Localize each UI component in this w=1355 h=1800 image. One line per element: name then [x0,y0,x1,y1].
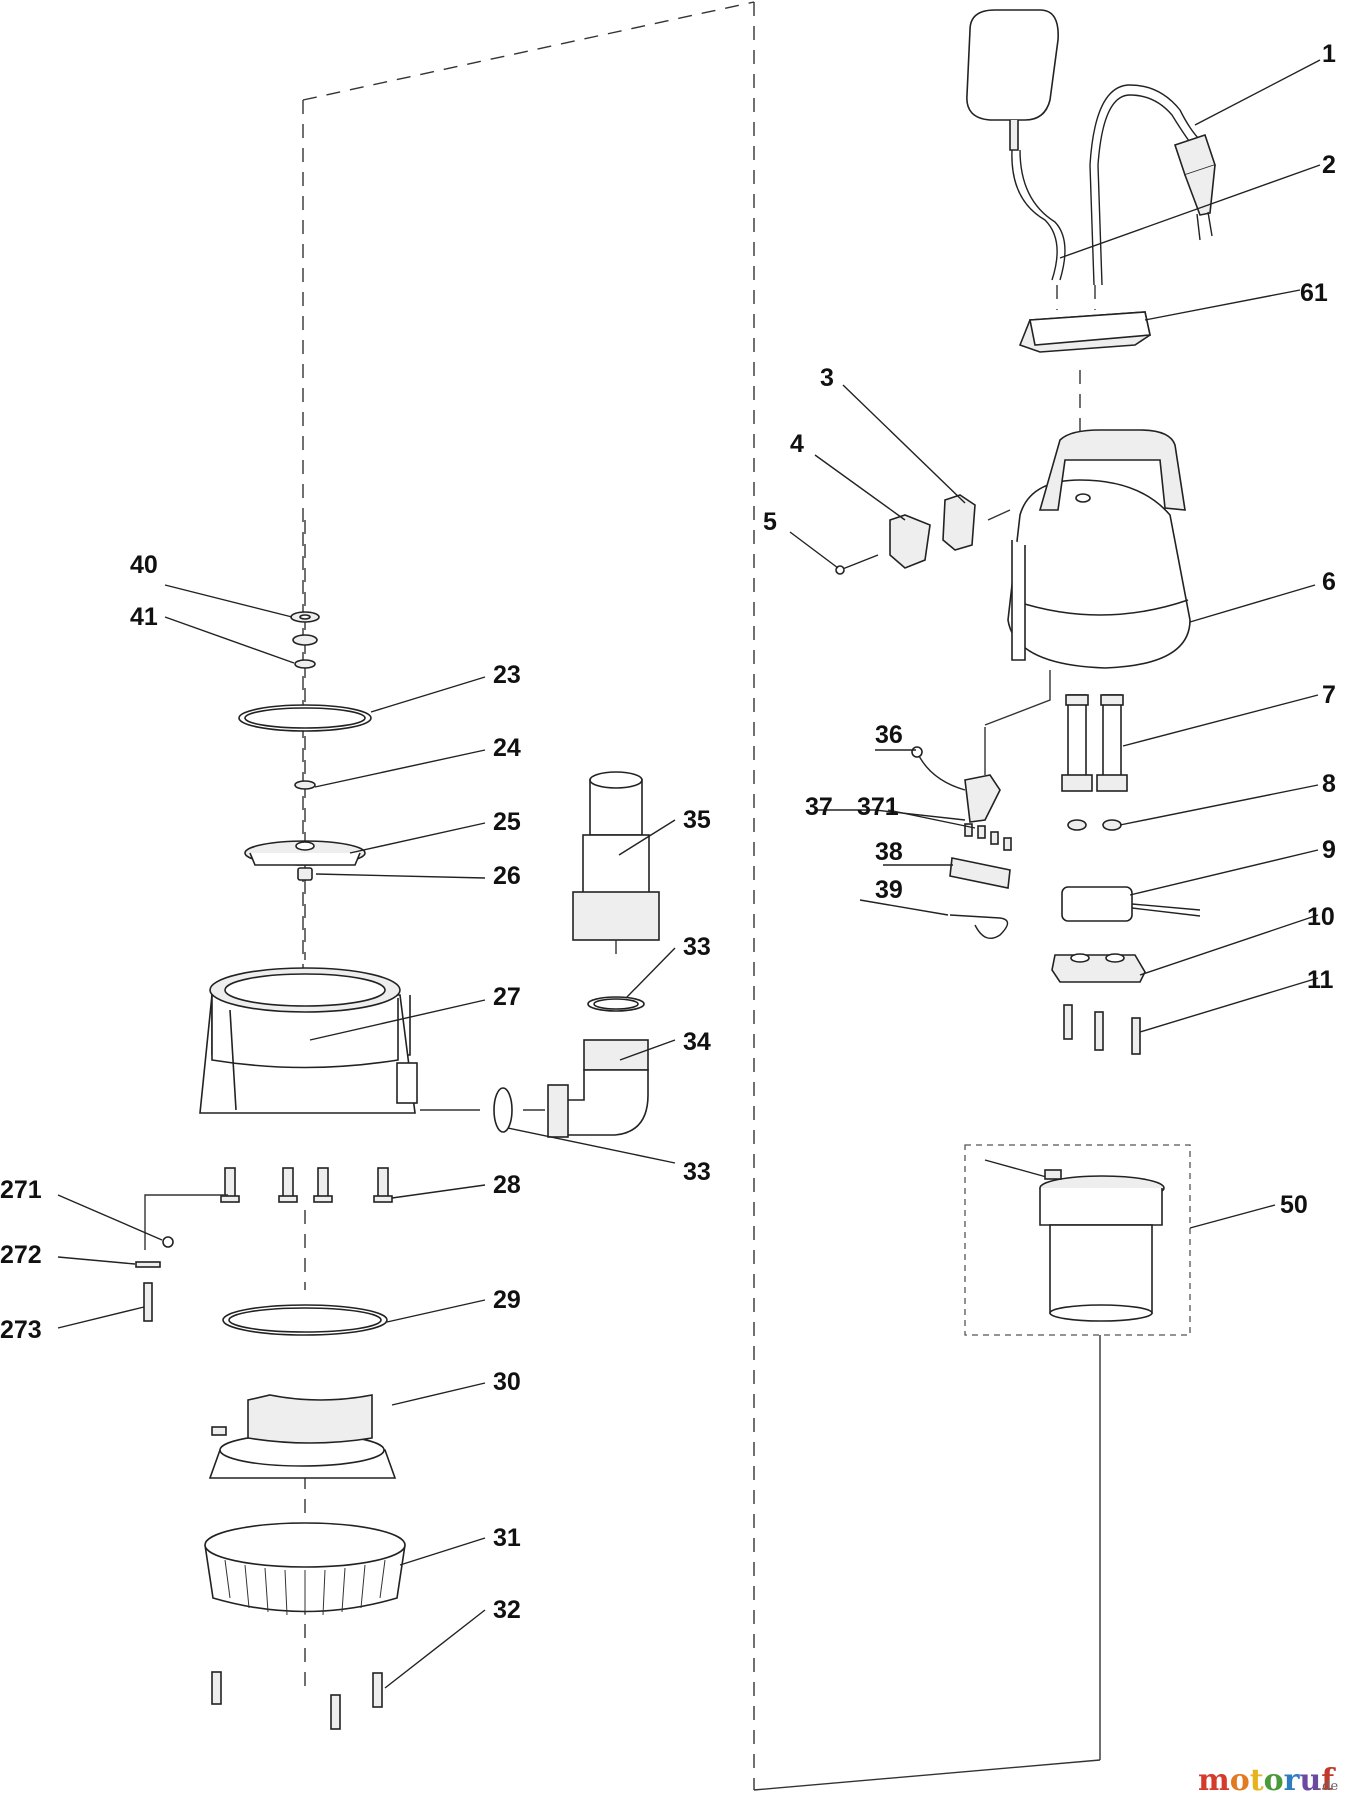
label-40: 40 [130,551,158,579]
label-30: 30 [493,1368,521,1396]
label-37: 37 [805,793,833,821]
label-36: 36 [875,721,903,749]
part-371-terminal-screws [964,823,1012,851]
part-272-washer [135,1261,161,1268]
watermark-letter: o [1230,1763,1250,1798]
label-28: 28 [493,1171,521,1199]
part-25-impeller [244,840,366,866]
label-4: 4 [790,430,804,458]
part-41-spring [292,634,318,669]
label-6: 6 [1322,568,1336,596]
label-8: 8 [1322,770,1336,798]
label-27: 27 [493,983,521,1011]
part-3-switch-clip [942,494,976,551]
part-38-terminal-block [949,857,1011,889]
part-33-ring-lower [493,1087,513,1133]
panel-frame [302,1,755,1790]
part-273-screw [143,1282,153,1322]
label-61: 61 [1300,279,1328,307]
part-8-grommets [1067,819,1122,831]
label-32: 32 [493,1596,521,1624]
watermark-suffix: .de [1318,1779,1338,1794]
part-50-motor-assembly [964,1144,1191,1336]
watermark-logo: motoruf .de [1198,1763,1338,1798]
label-273: 273 [0,1316,42,1344]
part-30-volute-plate [208,1394,397,1479]
label-26: 26 [493,862,521,890]
part-27-pump-housing [199,967,418,1114]
part-36-ground-wire [911,746,1001,823]
callout-labels: 1 2 61 3 4 5 6 7 36 8 37 371 38 9 39 10 … [0,40,1336,1624]
part-29-o-ring [222,1304,388,1336]
label-33-upper: 33 [683,933,711,961]
part-40-washer [290,611,320,623]
leader-lines [57,59,1321,1689]
part-35-discharge-fitting [572,771,660,960]
part-9-capacitor [1061,886,1201,922]
label-41: 41 [130,603,158,631]
watermark-letter: m [1198,1763,1230,1798]
label-5: 5 [763,508,777,536]
part-271-ball [162,1236,174,1248]
part-11-screws [1063,1004,1141,1055]
label-31: 31 [493,1524,521,1552]
watermark-letter: f [1321,1763,1336,1798]
part-23-seal-ring [238,704,372,732]
part-31-base-grid [204,1522,406,1616]
part-32-screws [211,1671,383,1730]
label-7: 7 [1322,681,1336,709]
part-28-screws [220,1167,393,1203]
label-2: 2 [1322,151,1336,179]
part-1-cable-float [966,9,1201,286]
part-5-screw [835,554,879,575]
watermark-letter: t [1250,1763,1264,1798]
part-39-cable-tie [949,914,1009,939]
label-35: 35 [683,806,711,834]
label-25: 25 [493,808,521,836]
label-271: 271 [0,1176,42,1204]
part-26-nut [297,867,313,881]
part-4-cable-clamp [889,514,931,569]
part-10-bracket [1051,953,1146,983]
label-38: 38 [875,838,903,866]
label-10: 10 [1307,903,1335,931]
part-7-sleeves [1061,694,1128,792]
label-272: 272 [0,1241,42,1269]
label-371: 371 [857,793,899,821]
label-23: 23 [493,661,521,689]
label-11: 11 [1307,966,1334,994]
label-33-lower: 33 [683,1158,711,1186]
svg-text:motoruf: motoruf [1198,1763,1336,1798]
part-2-plug [1173,133,1217,241]
label-50: 50 [1280,1191,1308,1219]
part-24-washer [294,780,316,790]
part-34-elbow [547,1039,649,1138]
label-1: 1 [1322,40,1336,68]
part-33-ring-upper [587,996,645,1012]
label-3: 3 [820,364,834,392]
watermark-letter: u [1299,1763,1321,1798]
label-9: 9 [1322,836,1336,864]
part-6-motor-housing [1007,429,1191,669]
label-34: 34 [683,1028,711,1056]
label-24: 24 [493,734,521,762]
label-39: 39 [875,876,903,904]
watermark-letter: r [1284,1763,1301,1798]
part-61-handle-cover [1018,311,1151,353]
watermark-letter: o [1264,1763,1284,1798]
label-29: 29 [493,1286,521,1314]
